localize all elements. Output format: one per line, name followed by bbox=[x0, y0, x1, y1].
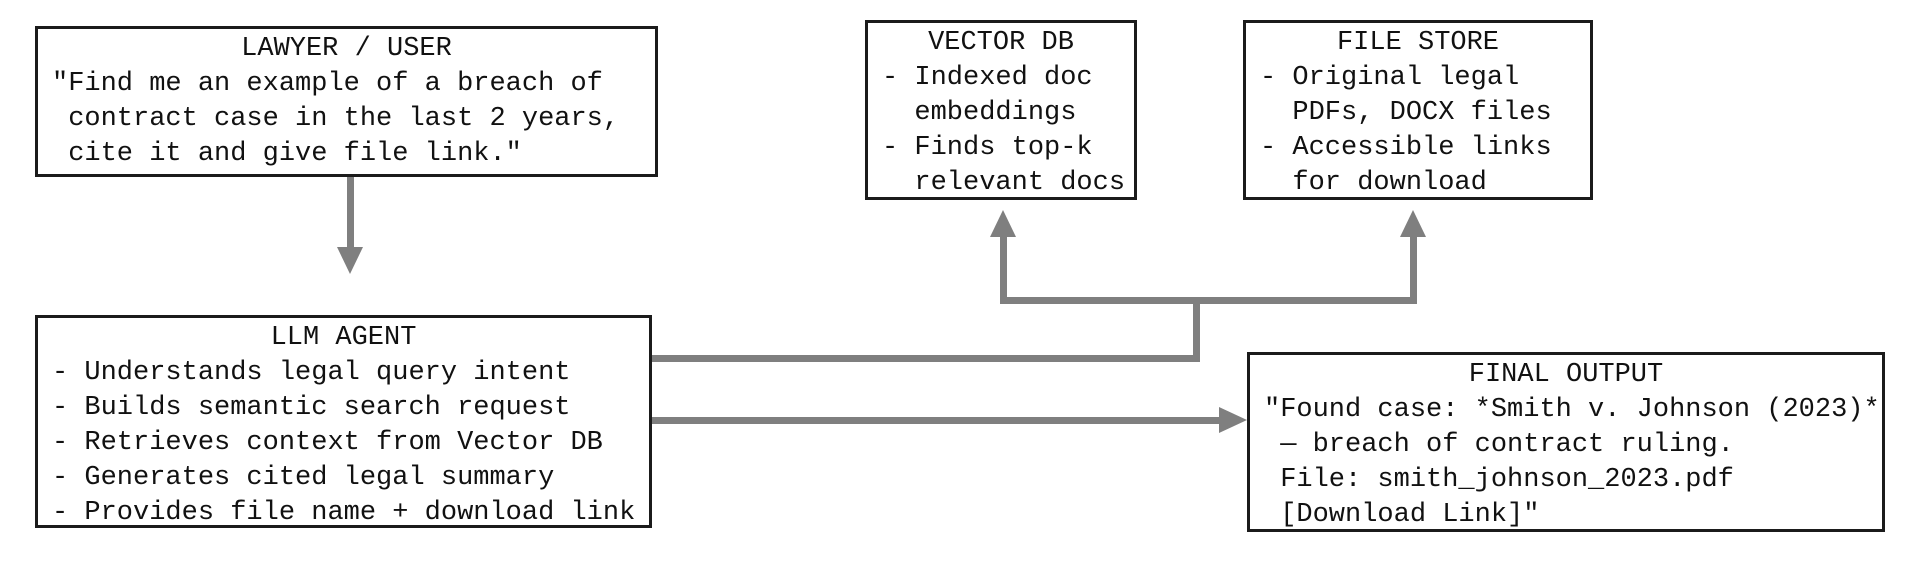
arrow-agent-to-filestore-head-icon bbox=[1400, 210, 1426, 237]
lawyer-user-title: LAWYER / USER bbox=[241, 34, 452, 64]
arrow-agent-to-vectordb-head-icon bbox=[990, 210, 1016, 237]
vector-db-body: - Indexed doc embeddings - Finds top-k r… bbox=[882, 63, 1126, 198]
arrow-agent-to-vectordb-shaft bbox=[1000, 237, 1007, 304]
vector-db-title: VECTOR DB bbox=[928, 28, 1074, 58]
final-output-body: "Found case: *Smith v. Johnson (2023)* —… bbox=[1264, 395, 1880, 530]
arrow-user-to-agent-head-icon bbox=[337, 247, 363, 274]
arrow-agent-to-filestore-shaft bbox=[1410, 237, 1417, 304]
vector-db-box: VECTOR DB - Indexed doc embeddings - Fin… bbox=[865, 20, 1137, 200]
file-store-title: FILE STORE bbox=[1336, 28, 1500, 58]
arrow-user-to-agent-shaft bbox=[347, 177, 354, 247]
arrow-agent-to-stores-connector-vertical bbox=[1193, 297, 1200, 362]
arrow-agent-to-stores-shaft-horizontal bbox=[652, 355, 1200, 362]
llm-agent-body: - Understands legal query intent - Build… bbox=[52, 358, 636, 528]
lawyer-user-box: LAWYER / USER "Find me an example of a b… bbox=[35, 26, 658, 177]
final-output-box: FINAL OUTPUT "Found case: *Smith v. John… bbox=[1247, 352, 1885, 532]
arrow-agent-to-stores-branch-horizontal bbox=[1000, 297, 1417, 304]
arrow-agent-to-output-head-icon bbox=[1219, 407, 1247, 433]
llm-agent-box: LLM AGENT - Understands legal query inte… bbox=[35, 315, 652, 528]
arrow-agent-to-output-shaft bbox=[652, 417, 1219, 424]
lawyer-user-body: "Find me an example of a breach of contr… bbox=[52, 69, 620, 169]
llm-agent-title: LLM AGENT bbox=[270, 323, 417, 353]
file-store-body: - Original legal PDFs, DOCX files - Acce… bbox=[1260, 63, 1552, 198]
file-store-box: FILE STORE - Original legal PDFs, DOCX f… bbox=[1243, 20, 1593, 200]
final-output-title: FINAL OUTPUT bbox=[1468, 360, 1664, 390]
